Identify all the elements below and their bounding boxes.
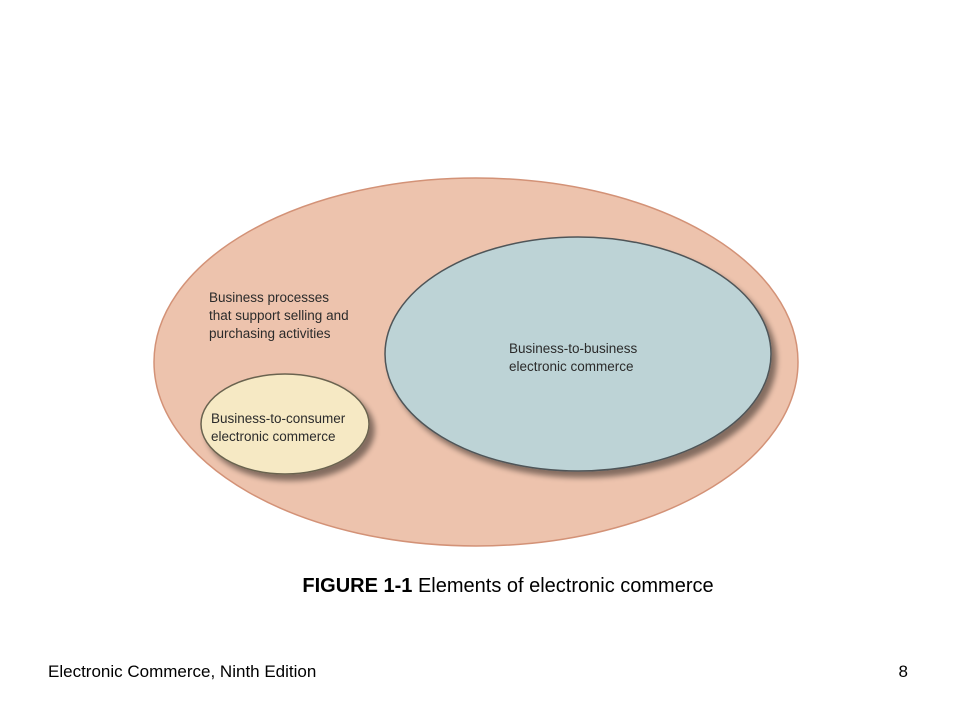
b2b-label-line: Business-to-business (509, 341, 638, 356)
slide-footer: Electronic Commerce, Ninth Edition 8 (48, 662, 908, 686)
page-number: 8 (898, 662, 908, 681)
footer-book-title: Electronic Commerce, Ninth Edition (48, 662, 317, 681)
outer-label-line: that support selling and (209, 308, 349, 323)
figure-number: FIGURE 1-1 (302, 575, 413, 597)
b2c-ellipse (200, 373, 370, 475)
figure-caption-text: Elements of electronic commerce (417, 575, 714, 597)
b2c-ellipse-label: Business-to-consumer electronic commerce (211, 411, 349, 444)
outer-ellipse-label: Business processes that support selling … (209, 290, 352, 341)
b2b-ellipse (384, 236, 772, 472)
b2b-ellipse-label: Business-to-business electronic commerce (509, 341, 641, 374)
b2b-label-line: electronic commerce (509, 359, 634, 374)
b2c-label-line: electronic commerce (211, 429, 336, 444)
outer-label-line: Business processes (209, 290, 329, 305)
figure-caption: FIGURE 1-1 Elements of electronic commer… (28, 575, 960, 598)
outer-label-line: purchasing activities (209, 326, 331, 341)
b2c-label-line: Business-to-consumer (211, 411, 346, 426)
